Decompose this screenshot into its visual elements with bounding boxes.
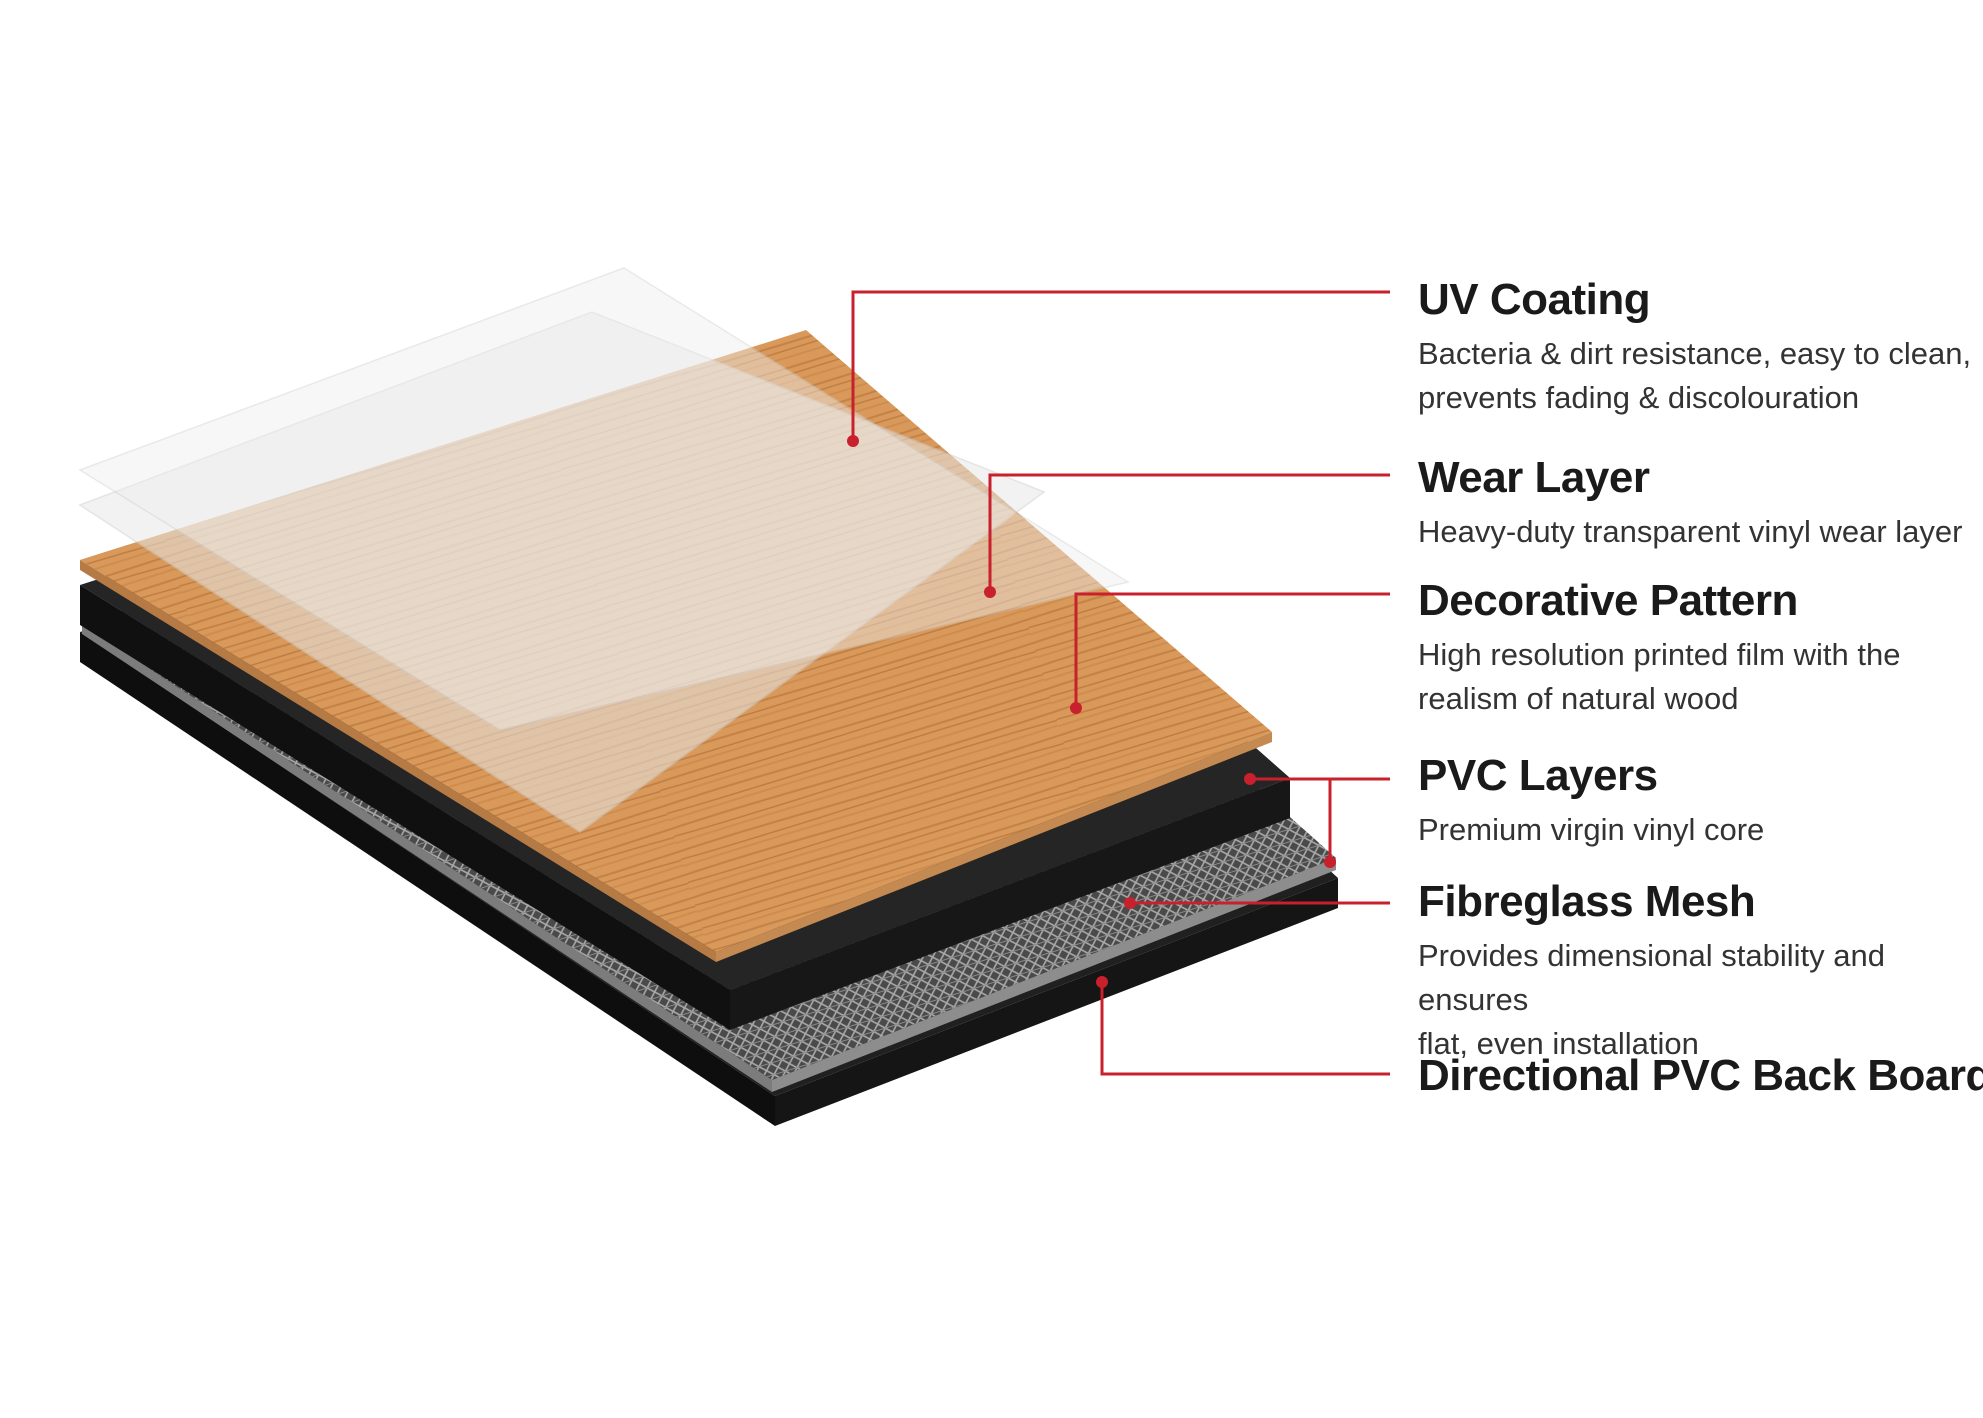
leader-dots — [847, 435, 1336, 988]
uv-coating-dot — [847, 435, 859, 447]
wear-layer-description: Heavy-duty transparent vinyl wear layer — [1418, 514, 1963, 549]
pvc-layers-dot — [1244, 773, 1256, 785]
leader-lines — [851, 290, 1390, 1076]
uv-coating-title: UV Coating — [1418, 275, 1651, 324]
wear-layer-label: Wear Layer Heavy-duty transparent vinyl … — [1418, 452, 1962, 554]
fibreglass-mesh-description: Provides dimensional stability and ensur… — [1418, 938, 1885, 1061]
uv-coating-leader — [851, 290, 1390, 441]
decorative-pattern-dot — [1070, 702, 1082, 714]
fibreglass-mesh-title: Fibreglass Mesh — [1418, 877, 1756, 926]
back-board-title: Directional PVC Back Board — [1418, 1051, 1983, 1100]
back-board-leader — [1100, 982, 1390, 1076]
fibreglass-mesh-label: Fibreglass Mesh Provides dimensional sta… — [1418, 876, 1983, 1066]
wear-layer — [78, 311, 1046, 833]
pvc-layers-bracket-dot — [1324, 856, 1336, 868]
wear-layer-dot — [984, 586, 996, 598]
wear-layer-leader — [988, 473, 1390, 592]
decorative-pattern-leader — [1074, 592, 1390, 708]
pvc-layers-description: Premium virgin vinyl core — [1418, 812, 1765, 847]
back-board-dot — [1096, 976, 1108, 988]
pvc-layers-label: PVC Layers Premium virgin vinyl core — [1418, 750, 1764, 852]
pvc-layers-title: PVC Layers — [1418, 751, 1658, 800]
wear-layer-title: Wear Layer — [1418, 453, 1650, 502]
decorative-pattern-title: Decorative Pattern — [1418, 576, 1798, 625]
uv-coating-layer — [78, 267, 1130, 731]
uv-coating-label: UV Coating Bacteria & dirt resistance, e… — [1418, 274, 1971, 420]
uv-coating-description: Bacteria & dirt resistance, easy to clea… — [1418, 336, 1972, 415]
fibreglass-mesh-dot — [1124, 897, 1136, 909]
decorative-pattern-description: High resolution printed film with the re… — [1418, 637, 1901, 716]
decorative-pattern-label: Decorative Pattern High resolution print… — [1418, 575, 1900, 721]
back-board-label: Directional PVC Back Board — [1418, 1050, 1983, 1102]
